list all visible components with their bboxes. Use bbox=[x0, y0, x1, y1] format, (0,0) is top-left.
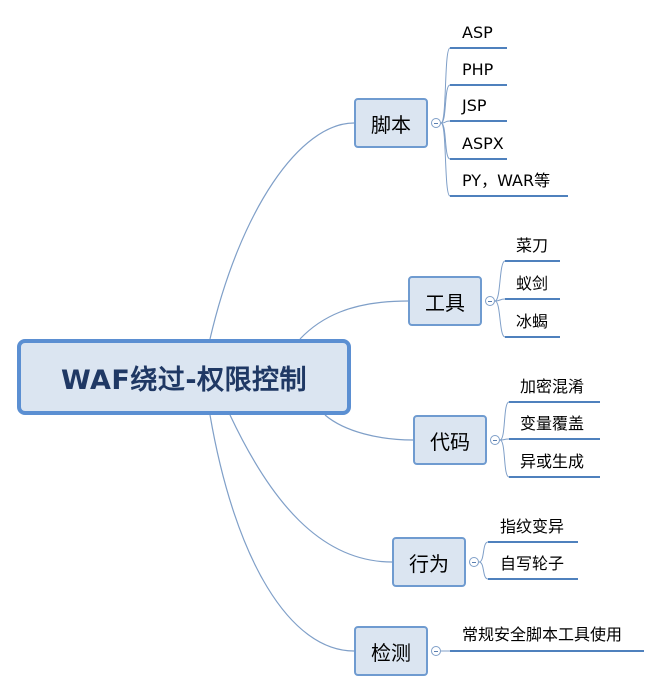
connector-script-leaf-4 bbox=[440, 122, 451, 197]
collapse-icon-detect[interactable] bbox=[431, 646, 441, 656]
branch-node-tools[interactable]: 工具 bbox=[408, 276, 482, 326]
leaf-behavior-fingerprint-mutation[interactable]: 指纹变异 bbox=[500, 517, 565, 536]
leaf-tools-antsword[interactable]: 蚁剑 bbox=[516, 274, 549, 293]
leaf-script-asp[interactable]: ASP bbox=[462, 23, 493, 42]
root-node[interactable]: WAF绕过-权限控制 bbox=[17, 339, 351, 415]
leaf-code-variable-override[interactable]: 变量覆盖 bbox=[520, 414, 585, 433]
connector-tools-leaf-1 bbox=[494, 298, 506, 302]
leaf-tools-behinder[interactable]: 冰蝎 bbox=[516, 312, 549, 331]
connector-code-leaf-2 bbox=[499, 439, 510, 478]
connector-code-leaf-0 bbox=[499, 401, 510, 441]
leaf-code-obfuscation[interactable]: 加密混淆 bbox=[520, 377, 585, 396]
connector-code-leaf-1 bbox=[499, 438, 510, 441]
connector-root-detect bbox=[209, 414, 355, 652]
leaf-tools-caidao[interactable]: 菜刀 bbox=[516, 236, 549, 255]
connector-script-leaf-2 bbox=[440, 120, 451, 124]
branch-node-script[interactable]: 脚本 bbox=[354, 98, 428, 148]
collapse-icon-tools[interactable] bbox=[485, 296, 495, 306]
connector-root-code bbox=[324, 414, 414, 441]
branch-node-code[interactable]: 代码 bbox=[413, 415, 487, 465]
connector-root-tools bbox=[299, 300, 409, 340]
connector-script-leaf-1 bbox=[440, 84, 451, 124]
leaf-behavior-custom-wheel[interactable]: 自写轮子 bbox=[500, 554, 565, 573]
leaf-script-jsp[interactable]: JSP bbox=[462, 96, 487, 115]
leaf-code-xor-generate[interactable]: 异或生成 bbox=[520, 452, 585, 471]
connector-root-behavior bbox=[229, 414, 393, 563]
leaf-detect-common-tools[interactable]: 常规安全脚本工具使用 bbox=[462, 625, 623, 644]
connector-tools-leaf-2 bbox=[494, 300, 506, 338]
connector-tools-leaf-0 bbox=[494, 260, 506, 302]
connector-behavior-leaf-0 bbox=[478, 541, 489, 563]
branch-node-detect[interactable]: 检测 bbox=[354, 626, 428, 676]
leaf-script-php[interactable]: PHP bbox=[462, 60, 494, 79]
connector-behavior-leaf-1 bbox=[478, 561, 489, 580]
leaf-script-py-war[interactable]: PY，WAR等 bbox=[462, 171, 551, 190]
collapse-icon-behavior[interactable] bbox=[469, 557, 479, 567]
connector-root-script bbox=[209, 122, 355, 340]
leaf-script-aspx[interactable]: ASPX bbox=[462, 134, 504, 153]
collapse-icon-code[interactable] bbox=[490, 435, 500, 445]
collapse-icon-script[interactable] bbox=[431, 118, 441, 128]
branch-node-behavior[interactable]: 行为 bbox=[392, 537, 466, 587]
